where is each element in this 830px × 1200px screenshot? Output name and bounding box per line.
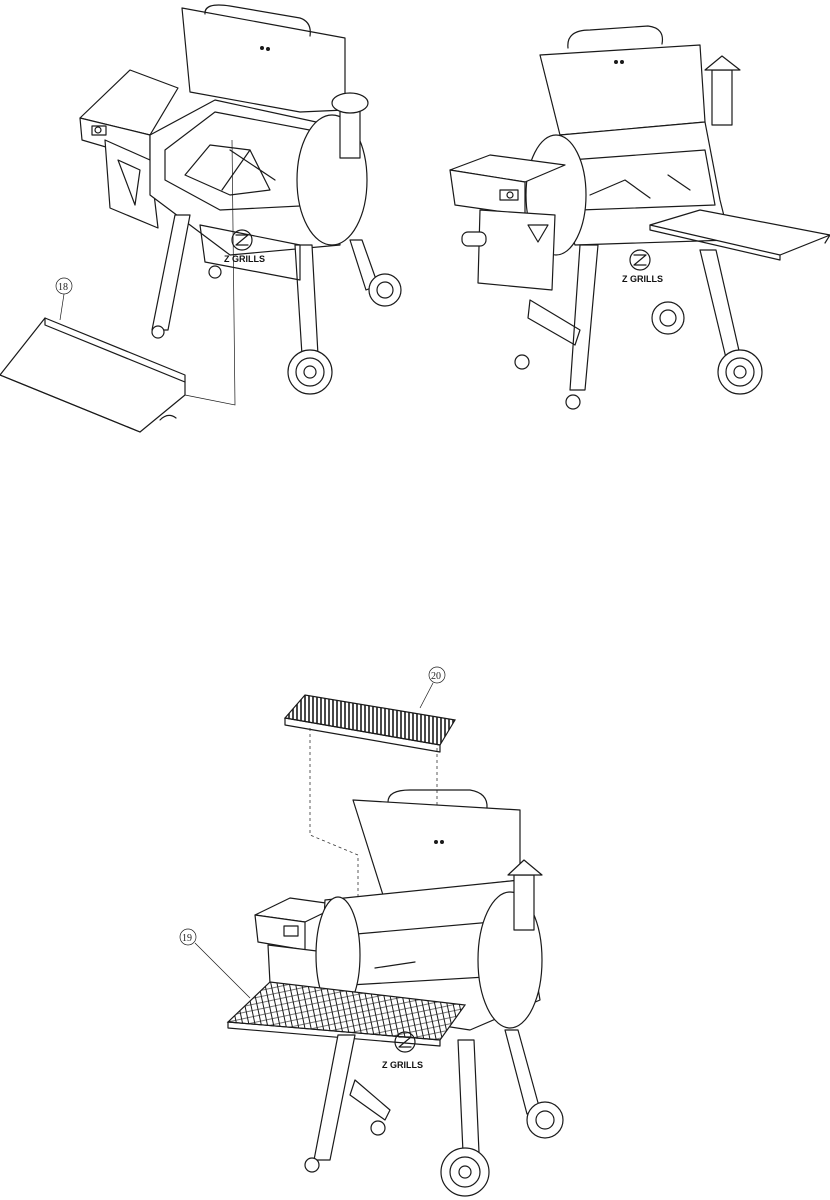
wheel-bottom (441, 1148, 489, 1196)
hopper-body-right (478, 210, 555, 290)
rear-wheel (288, 350, 332, 394)
svg-text:20: 20 (431, 671, 441, 682)
chimney-cap (332, 93, 368, 113)
wheel-right (718, 350, 762, 394)
grill-figure-bottom: 20 19 Z GRILLS (180, 667, 563, 1196)
front-left-leg-right (570, 245, 598, 390)
chimney-cap-right (705, 56, 740, 70)
upper-grate-part-20 (285, 695, 455, 745)
svg-text:Z GRILLS: Z GRILLS (622, 274, 663, 284)
callout-18: 18 (56, 278, 72, 320)
grill-lid-bottom (353, 800, 520, 895)
grill-figure-left: Z GRILLS 18 (0, 5, 401, 432)
svg-text:18: 18 (58, 282, 68, 293)
callout-20: 20 (420, 667, 445, 708)
svg-text:Z GRILLS: Z GRILLS (224, 254, 265, 264)
front-left-leg (152, 215, 190, 330)
grill-figure-right: Z GRILLS (450, 26, 830, 409)
brand-logo-right: Z GRILLS (622, 250, 663, 284)
svg-text:19: 19 (182, 933, 192, 944)
front-left-leg-bottom (314, 1035, 355, 1160)
grill-lid (182, 8, 345, 112)
grill-lid-right (540, 45, 705, 135)
svg-text:Z GRILLS: Z GRILLS (382, 1060, 423, 1070)
callout-19: 19 (180, 929, 250, 998)
